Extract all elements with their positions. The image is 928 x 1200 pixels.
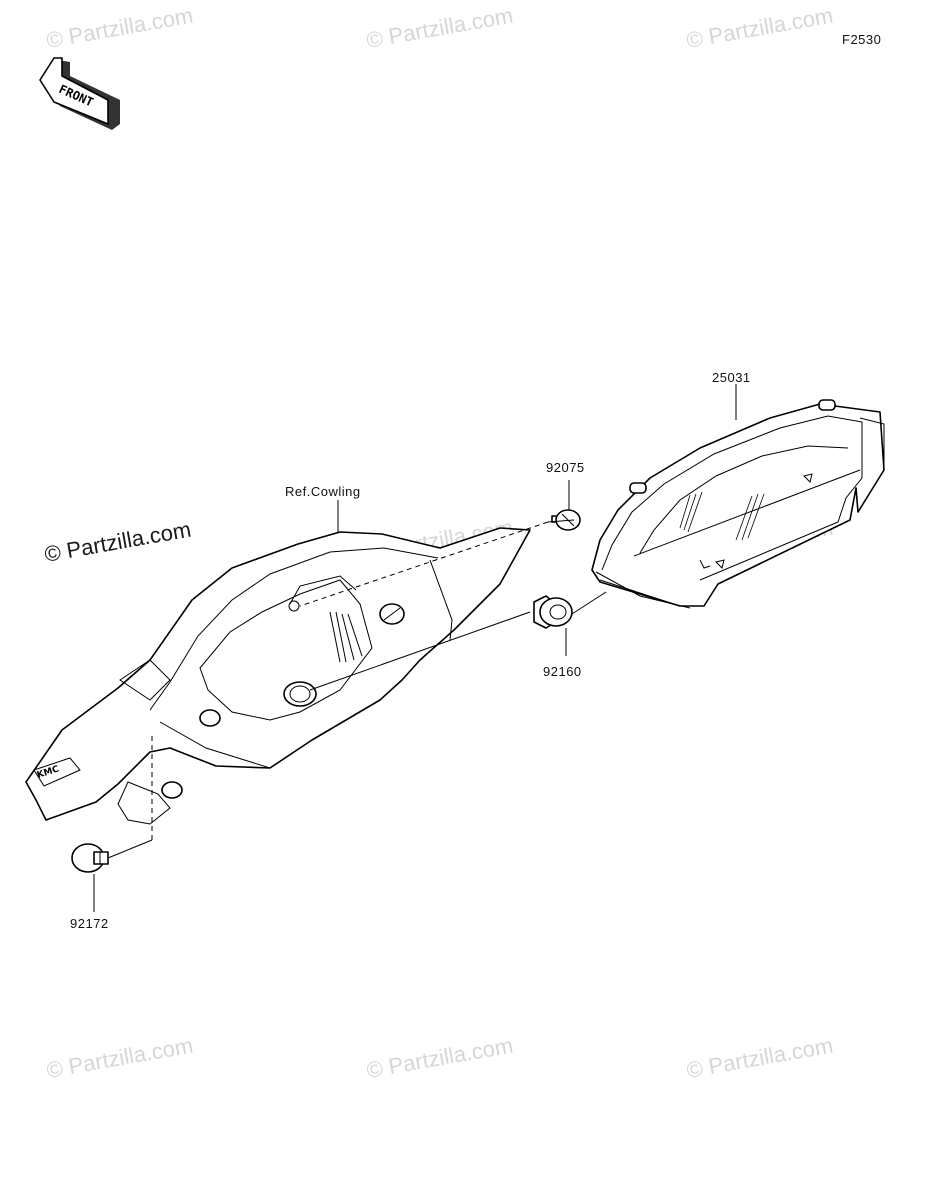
callout-25031: 25031	[712, 370, 751, 385]
watermark-top-center: © Partzilla.com	[365, 3, 515, 53]
watermark-top-right: © Partzilla.com	[685, 3, 835, 53]
grommet	[533, 595, 573, 629]
callout-92160: 92160	[543, 664, 582, 679]
meter-assembly	[591, 399, 885, 609]
callout-ref-cowling: Ref.Cowling	[285, 484, 361, 499]
callout-92172: 92172	[70, 916, 109, 931]
callout-92075: 92075	[546, 460, 585, 475]
front-arrow-icon: FRONT	[39, 57, 120, 130]
watermark-top-left: © Partzilla.com	[45, 3, 195, 53]
figure-code: F2530	[842, 32, 881, 47]
watermark-bottom-right: © Partzilla.com	[685, 1033, 835, 1083]
screw-bottom	[71, 843, 109, 873]
watermark-main: © Partzilla.com	[43, 517, 193, 567]
watermark-bottom-left: © Partzilla.com	[45, 1033, 195, 1083]
screw-top	[551, 509, 581, 531]
assembly-lines	[107, 519, 607, 859]
watermark-bottom-center: © Partzilla.com	[365, 1033, 515, 1083]
callout-leaders	[93, 384, 737, 912]
cowling: KMC	[25, 527, 531, 825]
